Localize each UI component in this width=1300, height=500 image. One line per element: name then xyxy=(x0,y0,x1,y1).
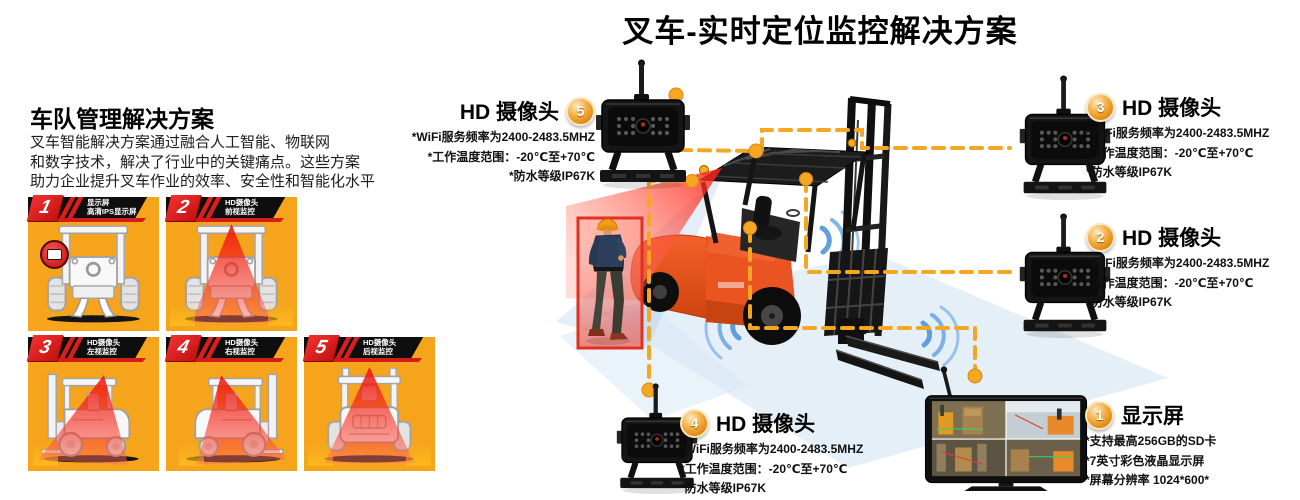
camera-2-info: 2 HD 摄像头 *WiFi服务频率为2400-2483.5MHZ *工作温度范… xyxy=(1086,222,1296,311)
camera-title: HD 摄像头 xyxy=(459,101,559,124)
monitor-spec: *支持最高256GB的SD卡 xyxy=(1085,434,1217,448)
step-badge: 1 xyxy=(1085,400,1114,430)
pedestrian-alert-zone xyxy=(576,216,644,350)
camera-5-info: HD 摄像头 5 *WiFi服务频率为2400-2483.5MHZ *工作温度范… xyxy=(385,96,595,185)
camera-spec: *WiFi服务频率为2400-2483.5MHZ xyxy=(1086,256,1270,270)
camera-spec: *工作温度范围：-20℃至+70℃ xyxy=(680,461,848,476)
forklift xyxy=(630,96,940,389)
camera-device-5 xyxy=(588,58,698,190)
monitor-title: 显示屏 xyxy=(1121,405,1184,428)
left-panel-heading: 车队管理解决方案 xyxy=(30,106,214,132)
camera-spec: *防水等级IP67K xyxy=(680,481,767,495)
camera-4-info: 4 HD 摄像头 *WiFi服务频率为2400-2483.5MHZ *工作温度范… xyxy=(680,408,890,497)
camera-spec: *防水等级IP67K xyxy=(1086,295,1173,309)
monitor-info: 1 显示屏 *支持最高256GB的SD卡 *7英寸彩色液晶显示屏 *屏幕分辨率 … xyxy=(1085,400,1295,489)
monitor-highlight-icon xyxy=(39,239,69,269)
description-line: 助力企业提升叉车作业的效率、安全性和智能化水平 xyxy=(30,173,376,190)
description-line: 和数字技术，解决了行业中的关键痛点。这些方案 xyxy=(30,153,361,171)
step-badge: 2 xyxy=(1086,222,1115,252)
forklift-front-art xyxy=(45,224,142,324)
camera-spec: *工作温度范围：-20℃至+70℃ xyxy=(1086,145,1254,160)
thumbnail-rear-camera: 5 HD摄像头 后视监控 xyxy=(302,335,435,471)
camera-title: HD 摄像头 xyxy=(1122,227,1222,250)
step-badge: 5 xyxy=(566,96,595,126)
camera-3-info: 3 HD 摄像头 *WiFi服务频率为2400-2483.5MHZ *工作温度范… xyxy=(1086,92,1296,181)
thumbnail-display: 1 显示屏 高清IPS显示屏 xyxy=(26,195,159,331)
thumbnail-left-camera: 3 HD摄像头 左视监控 xyxy=(26,335,159,471)
monitor-screen-feeds xyxy=(931,401,1081,477)
thumbnail-right-camera: 4 HD摄像头 右视监控 xyxy=(164,335,297,471)
description-line: 叉车智能解决方案通过融合人工智能、物联网 xyxy=(30,134,331,151)
camera-spec: *WiFi服务频率为2400-2483.5MHZ xyxy=(1086,126,1270,140)
camera-spec: *防水等级IP67K xyxy=(508,169,595,183)
camera-title: HD 摄像头 xyxy=(716,413,816,436)
monitor-spec: *屏幕分辨率 1024*600* xyxy=(1085,473,1210,487)
camera-spec: *WiFi服务频率为2400-2483.5MHZ xyxy=(680,442,864,456)
left-panel-description: 叉车智能解决方案通过融合人工智能、物联网 和数字技术，解决了行业中的关键痛点。这… xyxy=(30,133,430,192)
camera-spec: *WiFi服务频率为2400-2483.5MHZ xyxy=(411,130,595,144)
monitor-device xyxy=(924,366,1088,491)
camera-title: HD 摄像头 xyxy=(1122,97,1222,120)
thumbnail-front-camera: 2 HD摄像头 前视监控 xyxy=(164,195,297,331)
step-badge: 3 xyxy=(1086,92,1115,122)
connector-dots xyxy=(641,87,983,398)
step-badge: 4 xyxy=(680,408,709,438)
worker-figure xyxy=(588,218,628,340)
monitor-spec: *7英寸彩色液晶显示屏 xyxy=(1085,453,1205,468)
camera-spec: *防水等级IP67K xyxy=(1086,165,1173,179)
light-glow xyxy=(169,302,195,326)
light-glow xyxy=(268,302,294,326)
camera-spec: *工作温度范围：-20℃至+70℃ xyxy=(427,149,595,164)
camera-spec: *工作温度范围：-20℃至+70℃ xyxy=(1086,275,1254,290)
page-title: 叉车-实时定位监控解决方案 xyxy=(622,14,1018,49)
